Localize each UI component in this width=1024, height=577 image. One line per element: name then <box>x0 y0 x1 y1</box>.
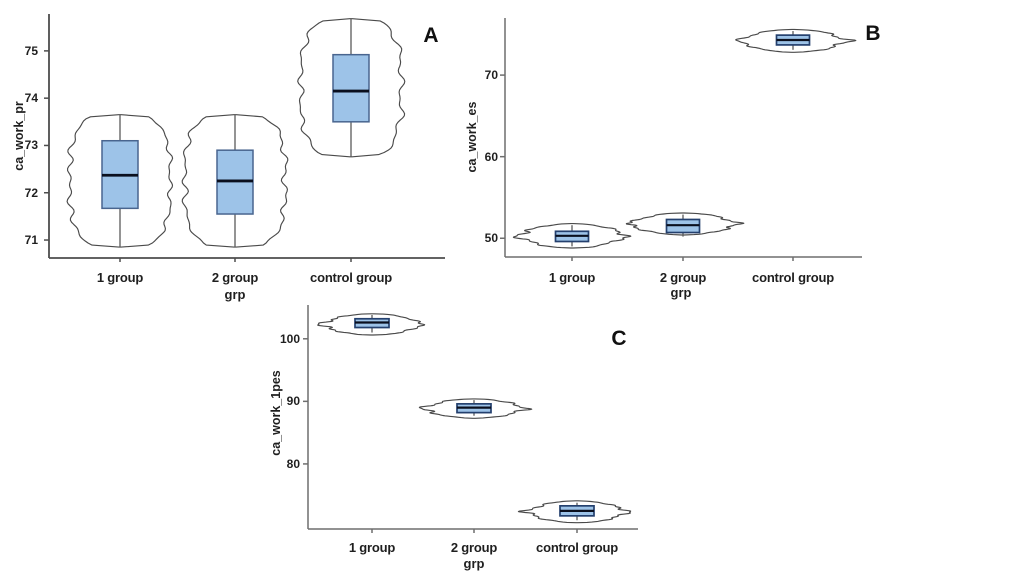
panel-c-y-tick-label: 100 <box>279 331 300 346</box>
panel-a-y-tick-label: 73 <box>24 138 38 153</box>
panel-a-y-tick-label: 71 <box>24 233 38 248</box>
panel-c-y-axis-title: ca_work_1pes <box>269 370 283 456</box>
panel-b-category-label: 2 group <box>659 270 707 285</box>
panel-b-y-tick-label: 60 <box>484 149 498 164</box>
panel-a-category-label: 1 group <box>96 270 144 285</box>
panel-c-letter: C <box>611 327 627 350</box>
panel-b-y-axis-title: ca_work_es <box>465 101 479 173</box>
panel-a-y-tick-label: 75 <box>24 43 38 58</box>
panel-a-category-label: 2 group <box>211 270 259 285</box>
panel-c-category-label: control group <box>536 540 618 555</box>
panel-c-y-tick-label: 90 <box>286 394 300 409</box>
panel-b-category-label: control group <box>752 270 834 285</box>
panel-c-category-label: 1 group <box>348 540 396 555</box>
panel-a-box <box>332 53 370 123</box>
panel-c-x-axis-title: grp <box>463 556 485 571</box>
panel-b-letter: B <box>865 22 881 45</box>
panel-c-category-label: 2 group <box>450 540 498 555</box>
panel-c-y-tick-label: 80 <box>286 456 300 471</box>
panel-a-x-axis-title: grp <box>224 287 246 302</box>
panel-a-letter: A <box>423 24 439 47</box>
panel-b-y-tick-label: 50 <box>484 231 498 246</box>
panel-b-y-tick-label: 70 <box>484 68 498 83</box>
panel-b-category-label: 1 group <box>548 270 596 285</box>
panel-a-y-tick-label: 74 <box>24 91 38 106</box>
panel-a-category-label: control group <box>310 270 392 285</box>
panel-a-y-tick-label: 72 <box>24 185 38 200</box>
panel-a-y-axis-title: ca_work_pr <box>12 101 26 171</box>
panel-b-x-axis-title: grp <box>670 285 692 300</box>
